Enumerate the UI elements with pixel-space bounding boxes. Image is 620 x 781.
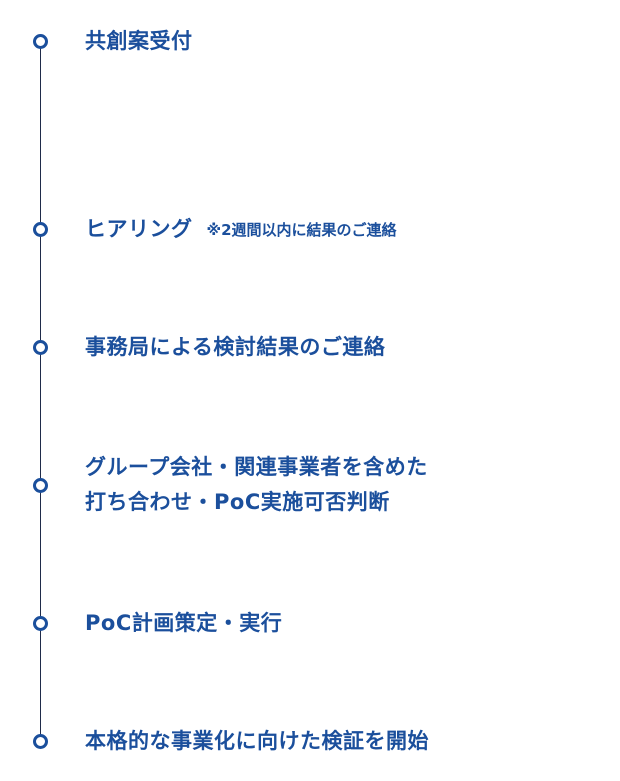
step-marker-icon [33, 340, 48, 355]
step-marker-icon [33, 34, 48, 49]
step-marker-icon [33, 734, 48, 749]
step-label-line1: グループ会社・関連事業者を含めた [85, 455, 428, 479]
step-note: ※2週間以内に結果のご連絡 [206, 221, 397, 239]
step-label: PoC計画策定・実行 [85, 611, 283, 635]
step-label: ヒアリング ※2週間以内に結果のご連絡 [85, 212, 397, 248]
step-label: 本格的な事業化に向けた検証を開始 [85, 729, 429, 753]
step-label: 共創案受付 [85, 29, 193, 53]
step-marker-icon [33, 222, 48, 237]
step-label-line2: 打ち合わせ・PoC実施可否判断 [85, 490, 390, 514]
step-title: ヒアリング [85, 217, 193, 241]
step-label: 事務局による検討結果のご連絡 [85, 335, 386, 359]
step-label: グループ会社・関連事業者を含めた 打ち合わせ・PoC実施可否判断 [85, 450, 428, 520]
step-marker-icon [33, 478, 48, 493]
timeline-line [40, 41, 41, 741]
step-marker-icon [33, 616, 48, 631]
